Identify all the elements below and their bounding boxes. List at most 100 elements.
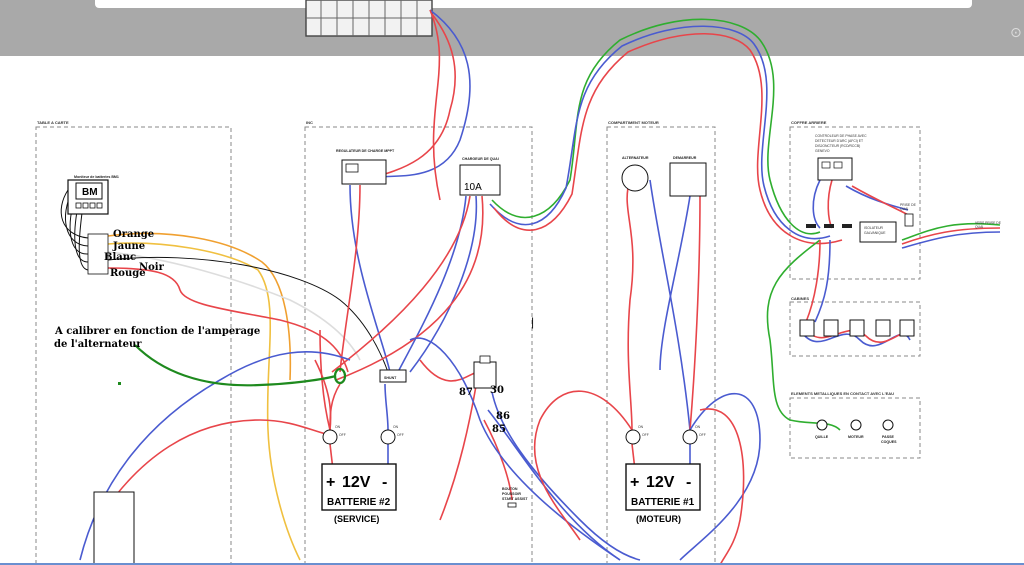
button-label-3: START ASSIST bbox=[502, 497, 528, 501]
starter: DEMARREUR bbox=[669, 156, 707, 197]
switch-service-positive: ON OFF bbox=[322, 425, 346, 445]
battery-moteur-name: BATTERIE #1 bbox=[631, 497, 695, 508]
svg-text:CONTROLEUR DE PHASE AVEC: CONTROLEUR DE PHASE AVEC bbox=[815, 134, 867, 138]
svg-text:DISJONCTEUR (RCD/RCCB): DISJONCTEUR (RCD/RCCB) bbox=[815, 144, 860, 148]
svg-text:QUAI: QUAI bbox=[900, 207, 908, 211]
wire-shore-green bbox=[491, 18, 821, 235]
coffre-terminals bbox=[806, 224, 852, 228]
battery-service-voltage: 12V bbox=[342, 474, 371, 491]
bonding-points: QUILLE MOTEUR PASSE COQUES bbox=[815, 419, 897, 444]
wire-yellow bbox=[107, 242, 301, 561]
cabine-outlets bbox=[799, 319, 915, 337]
bond-passe-1: PASSE bbox=[882, 435, 895, 439]
section-title-coffre: COFFRE ARRIERE bbox=[791, 120, 827, 125]
svg-text:ON: ON bbox=[393, 425, 399, 429]
wire-orange bbox=[107, 232, 292, 381]
label-noir: Noir bbox=[139, 262, 165, 273]
shunt-label: SHUNT bbox=[384, 376, 397, 380]
shunt: SHUNT bbox=[379, 369, 407, 383]
svg-text:OFF: OFF bbox=[397, 433, 404, 437]
wire-shore-blue bbox=[489, 25, 831, 240]
battery-service-plus: + bbox=[326, 474, 335, 491]
svg-text:ISOLATEUR: ISOLATEUR bbox=[864, 226, 884, 230]
wire-solar-blue bbox=[371, 9, 471, 181]
charger-rating: 10A bbox=[464, 182, 482, 193]
wire-black-noir bbox=[107, 256, 389, 373]
battery-moteur-sub: (MOTEUR) bbox=[636, 514, 681, 524]
relay: 87 30 86 85 bbox=[459, 355, 510, 435]
mppt-title: REGULATEUR DE CHARGE MPPT bbox=[336, 149, 395, 153]
section-elements-box bbox=[789, 397, 921, 459]
svg-text:OFF: OFF bbox=[699, 433, 706, 437]
left-panel-box bbox=[93, 491, 135, 565]
wires bbox=[60, 9, 1001, 565]
annotation-line-1: A calibrer en fonction de l'amperage bbox=[54, 326, 260, 337]
svg-text:ON: ON bbox=[638, 425, 644, 429]
battery-moteur-voltage: 12V bbox=[646, 474, 675, 491]
alternator: ALTERNATEUR bbox=[621, 156, 649, 192]
section-table-box bbox=[35, 126, 232, 565]
bond-moteur: MOTEUR bbox=[848, 435, 864, 439]
mppt-regulator: REGULATEUR DE CHARGE MPPT bbox=[336, 149, 395, 185]
section-title-inc: INC bbox=[306, 120, 313, 125]
close-icon[interactable]: ⊙ bbox=[1010, 25, 1022, 41]
viewer-top-strip bbox=[95, 0, 972, 8]
svg-text:GALVANIQUE: GALVANIQUE bbox=[864, 231, 886, 235]
wire-red-rouge bbox=[107, 267, 349, 373]
svg-text:OFF: OFF bbox=[339, 433, 346, 437]
relay-pin-86: 86 bbox=[496, 411, 510, 422]
battery-service-name: BATTERIE #2 bbox=[327, 497, 391, 508]
controller-afci: CONTROLEUR DE PHASE AVEC DETECTEUR D'ARC… bbox=[815, 134, 867, 181]
svg-text:GENEVO: GENEVO bbox=[815, 149, 830, 153]
vers-prise-2: QUAI bbox=[975, 225, 983, 229]
svg-text:PRISE DE: PRISE DE bbox=[900, 203, 917, 207]
svg-text:ON: ON bbox=[695, 425, 701, 429]
cursor-mark: | bbox=[531, 315, 534, 329]
battery-service: + 12V - BATTERIE #2 (SERVICE) bbox=[321, 463, 397, 524]
bond-passe-2: COQUES bbox=[881, 440, 897, 444]
switch-moteur-negative: ON OFF bbox=[682, 425, 706, 445]
section-title-moteur: COMPARTIMENT MOTEUR bbox=[608, 120, 659, 125]
section-cabines-box bbox=[789, 301, 921, 357]
battery-moteur-minus: - bbox=[686, 474, 691, 491]
battery-service-sub: (SERVICE) bbox=[334, 514, 379, 524]
svg-text:ON: ON bbox=[335, 425, 341, 429]
label-blanc: Blanc bbox=[104, 252, 136, 263]
bond-quille: QUILLE bbox=[815, 435, 829, 439]
section-title-cabines: CABINES bbox=[791, 296, 809, 301]
vers-prise-1: VERS PRISE DE bbox=[975, 221, 1002, 225]
shore-inlet: PRISE DE QUAI bbox=[900, 203, 917, 227]
battery-service-minus: - bbox=[382, 474, 387, 491]
viewer-header-bar bbox=[0, 0, 1024, 56]
label-jaune: Jaune bbox=[112, 241, 145, 252]
battery-moteur-plus: + bbox=[630, 474, 639, 491]
button-label-2: POUSSOIR bbox=[502, 492, 521, 496]
button-label-1: BOUTON bbox=[502, 487, 518, 491]
label-rouge: Rouge bbox=[110, 268, 146, 279]
switch-service-negative: ON OFF bbox=[380, 425, 404, 445]
section-moteur-box bbox=[606, 126, 716, 565]
start-assist-button: BOUTON POUSSOIR START ASSIST bbox=[502, 487, 528, 508]
alternator-title: ALTERNATEUR bbox=[622, 156, 649, 160]
starter-title: DEMARREUR bbox=[673, 156, 697, 160]
switch-moteur-positive: ON OFF bbox=[625, 425, 649, 445]
section-title-table: TABLE A CARTE bbox=[37, 120, 69, 125]
wire-shore-red bbox=[493, 32, 843, 245]
wire-solar-red bbox=[364, 13, 456, 181]
calibrate-arrow bbox=[134, 344, 337, 387]
annotation-line-2: de l'alternateur bbox=[54, 339, 142, 350]
section-coffre-box bbox=[789, 126, 921, 280]
relay-pin-85: 85 bbox=[492, 424, 506, 435]
section-title-elements: ELEMENTS METALLIQUES EN CONTACT AVEC L'E… bbox=[791, 391, 894, 396]
svg-text:DETECTEUR D'ARC (AFCI) ET: DETECTEUR D'ARC (AFCI) ET bbox=[815, 139, 863, 143]
battery-monitor: Moniteur de batteries BM1 BM bbox=[67, 175, 119, 275]
monitor-bm-label: BM bbox=[82, 187, 98, 198]
section-inc-box bbox=[304, 126, 533, 565]
bottom-border bbox=[0, 563, 1024, 565]
solar-panel bbox=[305, 0, 433, 37]
relay-pin-87: 87 bbox=[459, 387, 473, 398]
relay-pin-30: 30 bbox=[490, 385, 504, 396]
shore-charger: CHARGEUR DE QUAI 10A bbox=[459, 157, 501, 196]
section-outlines bbox=[35, 126, 921, 565]
